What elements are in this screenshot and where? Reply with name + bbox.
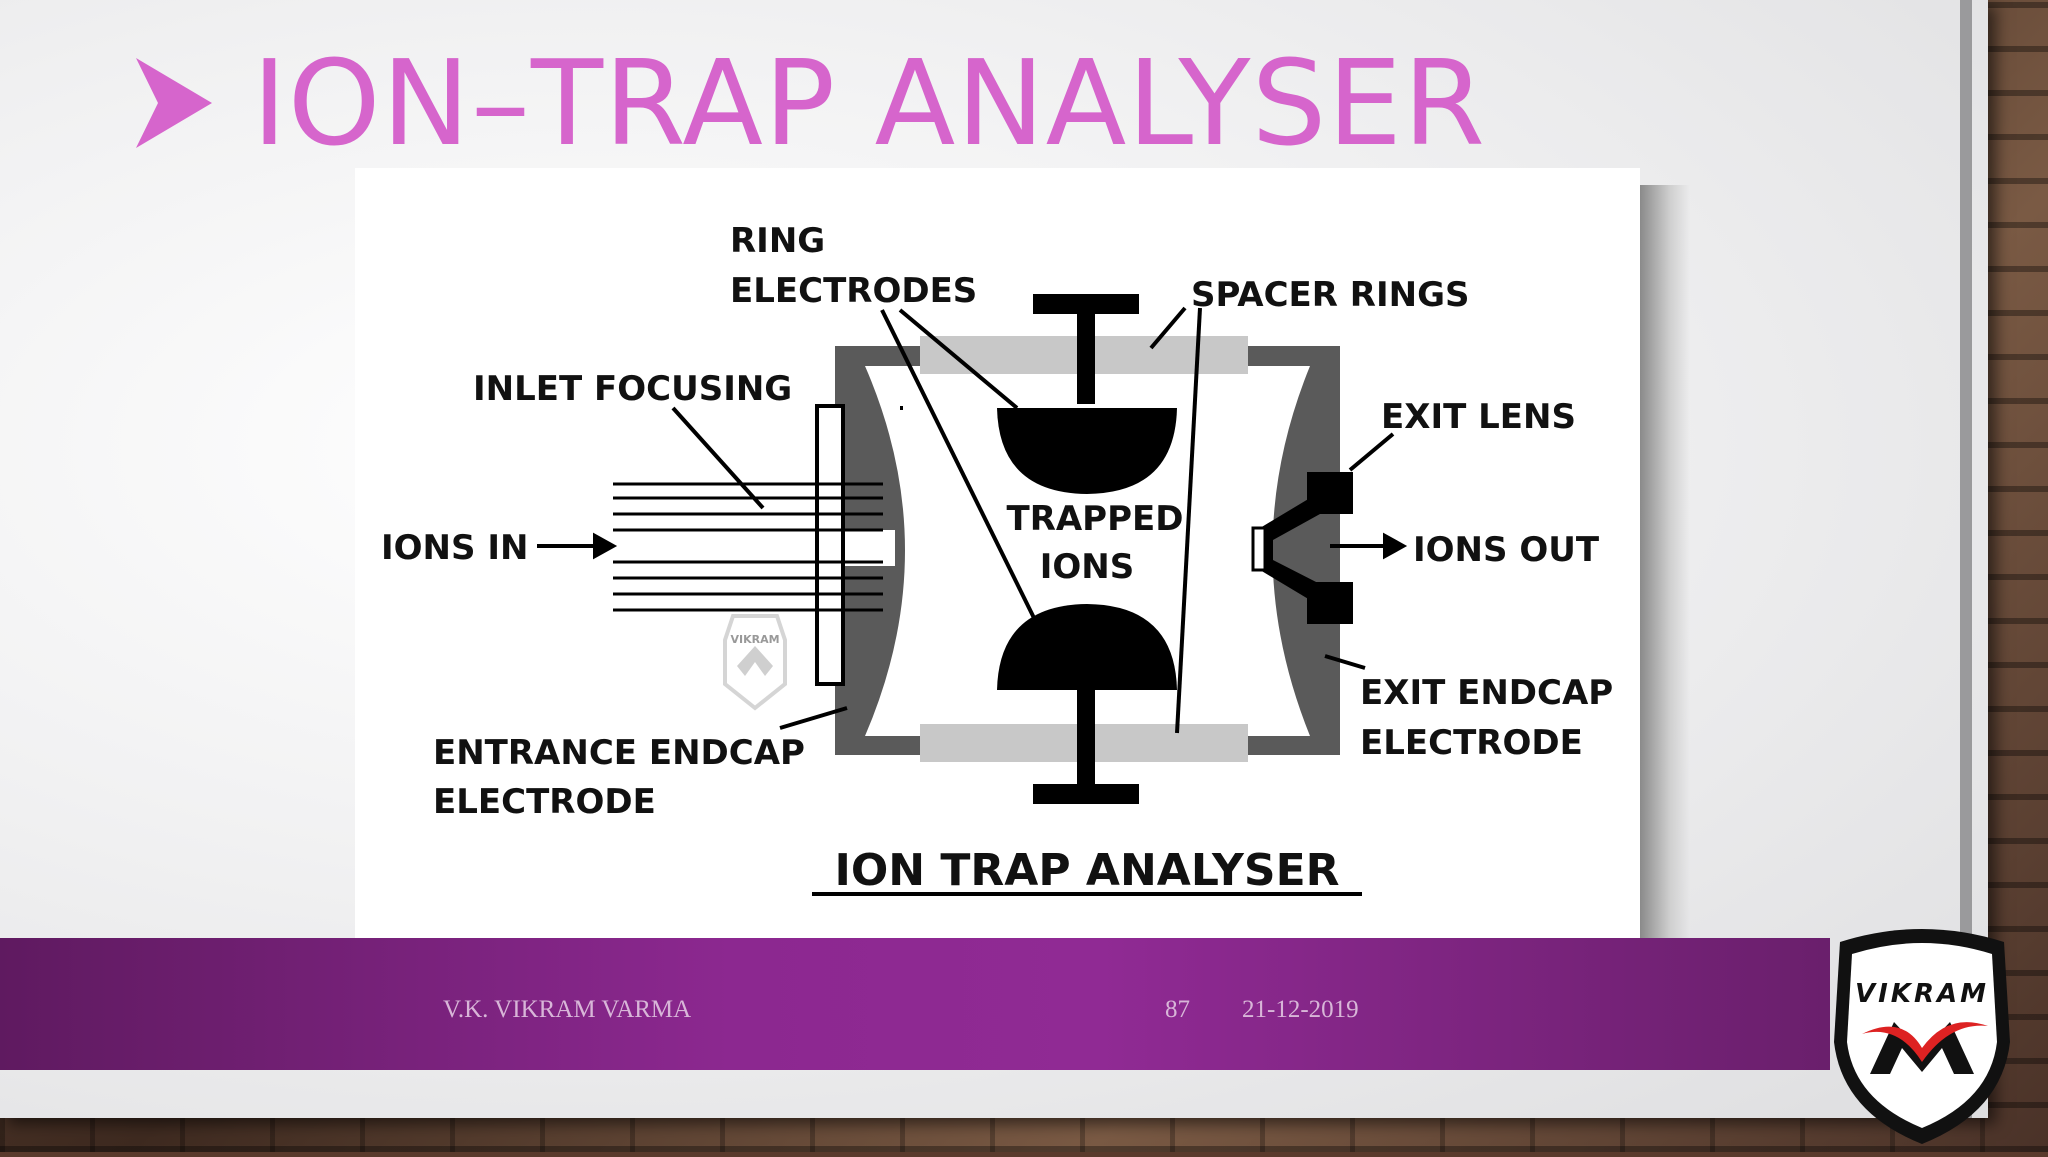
label-trapped-ions-1: TRAPPED <box>1007 499 1184 539</box>
vikram-logo: VIKRAM <box>1822 922 2022 1152</box>
arrow-bullet-icon <box>136 58 212 148</box>
ion-trap-diagram: VIKRAM RING ELECTRODES SPACER RINGS INLE… <box>355 168 1640 938</box>
footer-page-number: 87 <box>1165 996 1190 1023</box>
slide: ION–TRAP ANALYSER <box>0 0 1988 1118</box>
label-spacer-rings: SPACER RINGS <box>1191 275 1469 315</box>
label-ions-in: IONS IN <box>381 528 528 568</box>
label-entrance-endcap-1: ENTRANCE ENDCAP <box>433 733 805 773</box>
slide-title: ION–TRAP ANALYSER <box>136 34 1486 172</box>
footer-author: V.K. VIKRAM VARMA <box>443 996 692 1023</box>
label-ring-electrodes-1: RING <box>730 221 825 261</box>
logo-text: VIKRAM <box>1855 979 1989 1009</box>
label-ring-electrodes-2: ELECTRODES <box>730 271 977 311</box>
watermark-logo <box>723 614 787 711</box>
slide-title-text: ION–TRAP ANALYSER <box>252 34 1486 172</box>
label-exit-lens: EXIT LENS <box>1381 397 1576 437</box>
figure-shadow <box>1640 185 1690 945</box>
diagram-caption: ION TRAP ANALYSER <box>834 845 1339 896</box>
label-inlet-focusing: INLET FOCUSING <box>473 369 792 409</box>
footer-date: 21-12-2019 <box>1242 996 1359 1023</box>
label-trapped-ions-2: IONS <box>1040 547 1135 587</box>
label-exit-endcap-2: ELECTRODE <box>1360 723 1583 763</box>
slide-edge <box>1960 0 1972 1118</box>
label-ions-out: IONS OUT <box>1413 530 1600 570</box>
label-exit-endcap-1: EXIT ENDCAP <box>1360 673 1613 713</box>
footer-bar: V.K. VIKRAM VARMA 87 21-12-2019 <box>0 938 1830 1070</box>
watermark-text: VIKRAM <box>730 633 779 646</box>
label-entrance-endcap-2: ELECTRODE <box>433 782 656 822</box>
